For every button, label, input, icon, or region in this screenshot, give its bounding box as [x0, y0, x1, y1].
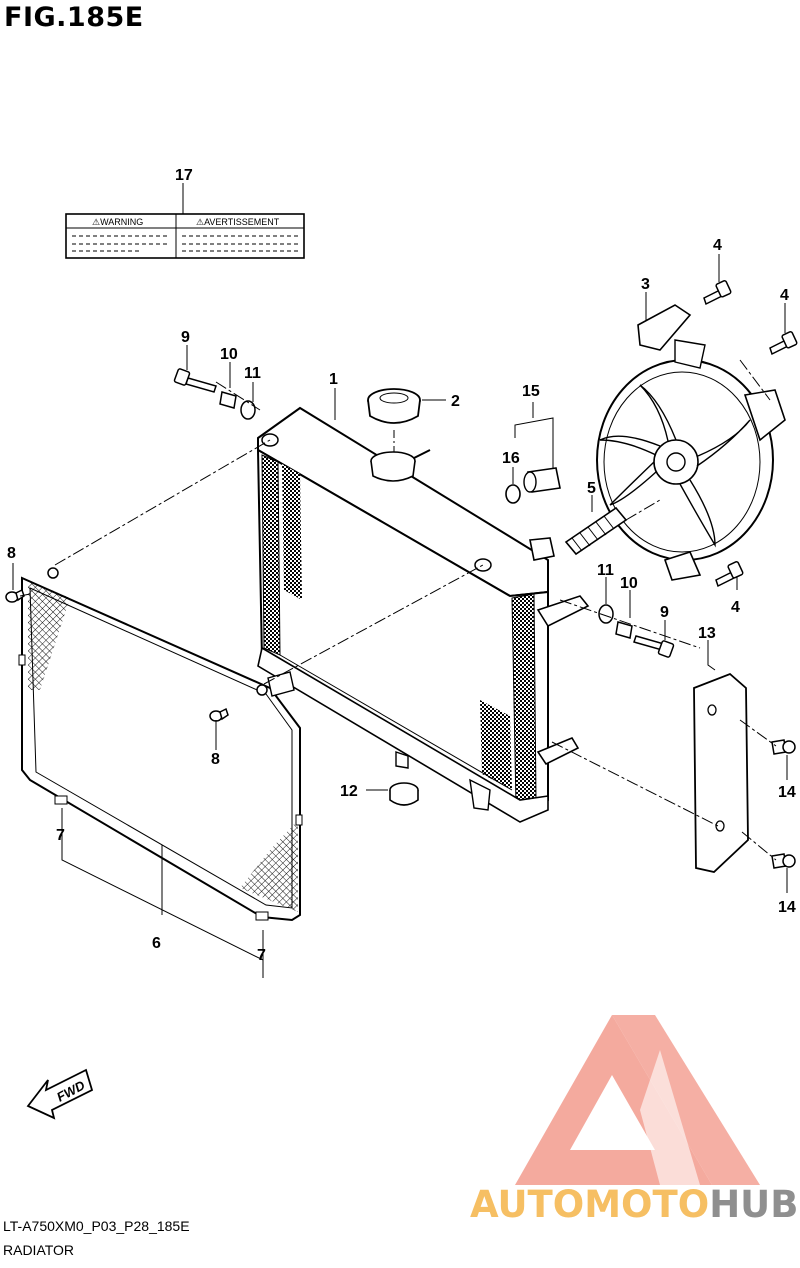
- svg-text:AUTOMOTOHUB: AUTOMOTOHUB: [470, 1183, 798, 1226]
- callout-15: 15: [522, 383, 540, 400]
- radiator-cap: [367, 388, 421, 452]
- bolt-4-bottom: [715, 561, 744, 588]
- callout-8-left: 8: [7, 545, 16, 562]
- figure-title: FIG.185E: [4, 2, 144, 33]
- callout-12: 12: [340, 783, 358, 800]
- thermo-switch: [505, 467, 561, 504]
- callout-11-left: 11: [244, 365, 261, 382]
- callout-16: 16: [502, 450, 520, 467]
- callout-9-right: 9: [660, 604, 669, 621]
- callout-7-left: 7: [56, 827, 65, 844]
- callout-14-top: 14: [778, 784, 796, 801]
- callout-6: 6: [152, 935, 161, 952]
- callout-4-top: 4: [713, 237, 722, 254]
- callout-13: 13: [698, 625, 716, 642]
- callout-3: 3: [641, 276, 650, 293]
- callout-4-right: 4: [780, 287, 789, 304]
- callout-10-right: 10: [620, 575, 638, 592]
- screws-14: [771, 739, 796, 869]
- warning-text: ⚠WARNING: [92, 217, 143, 227]
- avertissement-text: ⚠AVERTISSEMENT: [196, 217, 280, 227]
- callout-5: 5: [587, 480, 596, 497]
- figure-code: LT-A750XM0_P03_P28_185E: [3, 1218, 190, 1234]
- callout-8-center: 8: [211, 751, 220, 768]
- fan-bolts: [703, 280, 798, 588]
- mount-hardware-left: [173, 368, 256, 420]
- callout-numbers: 17 4 3 4 9 10 11 1 2 15 16 5 8 11 10 9 4…: [7, 167, 796, 964]
- radiator-guard: [18, 567, 303, 922]
- fan-motor-hose: [564, 506, 628, 556]
- logo-automoto: AUTOMOTO: [470, 1183, 709, 1226]
- automotohub-logo: AUTOMOTOHUB: [470, 1015, 798, 1226]
- callout-4-bottom: 4: [731, 599, 740, 616]
- centerlines: [19, 359, 777, 861]
- bolt-4-top: [703, 280, 732, 306]
- bolt-4-right: [769, 331, 798, 356]
- callout-14-bottom: 14: [778, 899, 796, 916]
- forward-arrow: FWD: [26, 1068, 94, 1120]
- bolts-8: [5, 588, 229, 722]
- warning-label: ⚠WARNING ⚠AVERTISSEMENT: [65, 183, 305, 259]
- callout-17: 17: [175, 167, 193, 184]
- cooling-fan: [596, 304, 786, 581]
- callout-2: 2: [451, 393, 460, 410]
- mount-hardware-right: [598, 604, 675, 658]
- callout-1: 1: [329, 371, 338, 388]
- figure-name: RADIATOR: [3, 1242, 75, 1258]
- logo-hub: HUB: [709, 1183, 798, 1226]
- callout-11-right: 11: [597, 562, 614, 579]
- grommet-12: [389, 782, 419, 806]
- callout-7-right: 7: [257, 947, 266, 964]
- side-plate: [693, 672, 749, 873]
- leader-lines: [12, 254, 788, 978]
- callout-10-left: 10: [220, 346, 238, 363]
- callout-9-left: 9: [181, 329, 190, 346]
- radiator: [256, 406, 590, 823]
